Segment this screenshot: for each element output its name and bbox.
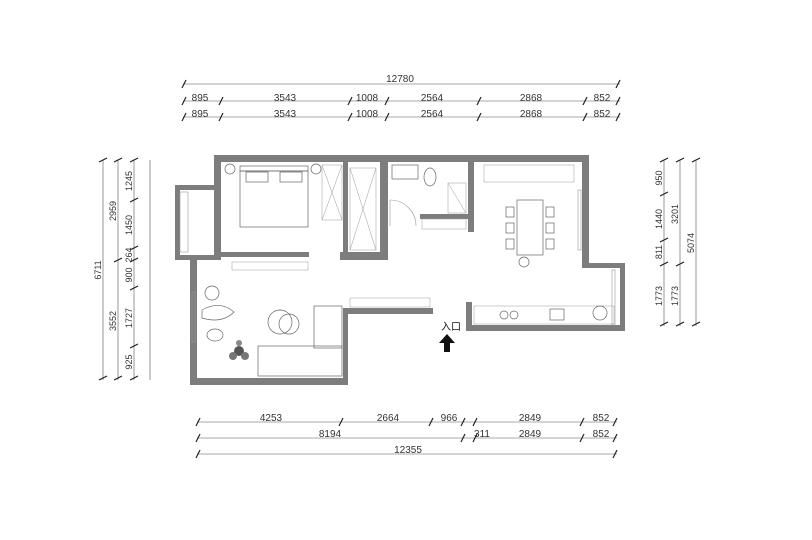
dim-top-r2-2: 1008 xyxy=(356,109,379,120)
dim-left-mid-1: 3552 xyxy=(108,311,118,331)
dim-top-r1-4: 2868 xyxy=(520,93,543,104)
dim-bottom-r1-1: 2664 xyxy=(377,413,400,424)
bathroom xyxy=(391,164,467,230)
dining-chair xyxy=(505,222,515,234)
dining-chair xyxy=(505,238,515,250)
dining-table xyxy=(516,199,544,256)
dim-right-inner-3: 1773 xyxy=(654,286,664,306)
dim-right-ticks xyxy=(659,157,701,327)
dim-top-r2-4: 2868 xyxy=(520,109,543,120)
dim-top-total: 12780 xyxy=(386,74,414,85)
dim-left-inner-4: 1727 xyxy=(124,308,134,328)
dining xyxy=(483,164,575,268)
bottom-dimensions: 4253 2664 966 2849 852 8194 311 2849 852… xyxy=(195,413,618,459)
dim-bottom-r2-2: 2849 xyxy=(519,429,542,440)
dim-right-total: 5074 xyxy=(686,233,696,253)
plant-icon xyxy=(229,340,249,360)
bed-headboard xyxy=(239,165,309,172)
dim-top-r2-0: 895 xyxy=(192,109,209,120)
dim-right-inner-0: 950 xyxy=(654,170,664,185)
dim-left-total: 6711 xyxy=(93,260,103,279)
dim-bottom-r2-1: 311 xyxy=(474,429,490,440)
nightstand-lamp-icon xyxy=(310,163,322,175)
dim-left-inner-1: 1450 xyxy=(124,215,134,235)
dining-chair xyxy=(545,238,555,250)
bed xyxy=(239,170,309,228)
bedroom-wardrobe xyxy=(321,164,343,221)
dim-right-inner-2: 811 xyxy=(654,245,664,259)
dim-right-mid-0: 3201 xyxy=(670,204,680,224)
cabinet-strip xyxy=(349,297,431,308)
dim-left-inner-2: 264 xyxy=(124,247,134,262)
sofa-chaise xyxy=(313,305,343,349)
dim-bottom-r1-3: 2849 xyxy=(519,413,542,424)
toilet-icon xyxy=(423,167,437,187)
dim-left-inner-3: 900 xyxy=(124,267,134,282)
dim-top-r1-1: 3543 xyxy=(274,93,297,104)
windows xyxy=(179,189,616,343)
pillow-icon xyxy=(245,171,269,183)
washing-machine-icon xyxy=(592,305,608,321)
kitchen-sink xyxy=(549,308,565,321)
coffee-table xyxy=(267,309,293,335)
entry: 入口 xyxy=(439,322,461,352)
kitchen-counter xyxy=(473,305,615,325)
entry-arrow-icon xyxy=(439,334,455,352)
ottoman xyxy=(204,285,220,301)
dim-bottom-total: 12355 xyxy=(394,445,422,456)
stove-burner-icon xyxy=(509,310,519,320)
dim-top-r2-1: 3543 xyxy=(274,109,297,120)
pillow-icon xyxy=(279,171,303,183)
tv-cabinet xyxy=(231,261,309,271)
dim-bottom-r2-3: 852 xyxy=(593,429,610,440)
top-dimensions: 12780 895 3543 1008 2564 2868 852 895 35… xyxy=(181,74,621,122)
sofa xyxy=(257,345,343,377)
kitchen xyxy=(473,305,615,325)
dim-left-mid-0: 2959 xyxy=(108,201,118,221)
dim-left-ticks xyxy=(98,157,139,381)
dining-chair xyxy=(545,206,555,218)
dim-left-inner-0: 1245 xyxy=(124,171,134,191)
dim-top-ticks xyxy=(181,96,621,122)
dim-bottom-r2-0: 8194 xyxy=(319,429,342,440)
dining-chair xyxy=(545,222,555,234)
bedroom xyxy=(224,163,343,228)
coffee-table xyxy=(278,313,300,335)
dim-right-inner-1: 1440 xyxy=(654,209,664,229)
dim-right-mid-1: 1773 xyxy=(670,286,680,306)
lounge-chair xyxy=(201,305,235,321)
dim-bottom-r1-2: 966 xyxy=(441,413,458,424)
living-room xyxy=(201,261,431,377)
dim-bottom-ticks xyxy=(195,417,618,459)
kitchen-upper-cabinet xyxy=(483,164,575,183)
dim-left-inner-5: 925 xyxy=(124,354,134,369)
nightstand-lamp-icon xyxy=(224,163,236,175)
right-dimensions: 950 1440 811 1773 3201 1773 5074 xyxy=(654,157,701,327)
dim-top-r1-2: 1008 xyxy=(356,93,379,104)
dim-top-r1-0: 895 xyxy=(192,93,209,104)
dim-bottom-r1-0: 4253 xyxy=(260,413,283,424)
entry-label: 入口 xyxy=(441,322,461,333)
dim-bottom-r1-4: 852 xyxy=(593,413,610,424)
stove-burner-icon xyxy=(499,310,509,320)
dining-chair xyxy=(505,206,515,218)
dim-top-r1-5: 852 xyxy=(594,93,611,104)
dim-top-r2-5: 852 xyxy=(594,109,611,120)
walls xyxy=(175,155,625,385)
bathroom-sink xyxy=(391,164,419,180)
dim-top-r2-3: 2564 xyxy=(421,109,444,120)
closet xyxy=(349,167,417,251)
stool xyxy=(206,328,224,342)
left-dimensions: 6711 2959 3552 1245 1450 264 900 1727 92… xyxy=(93,157,151,381)
dim-top-r1-3: 2564 xyxy=(421,93,444,104)
